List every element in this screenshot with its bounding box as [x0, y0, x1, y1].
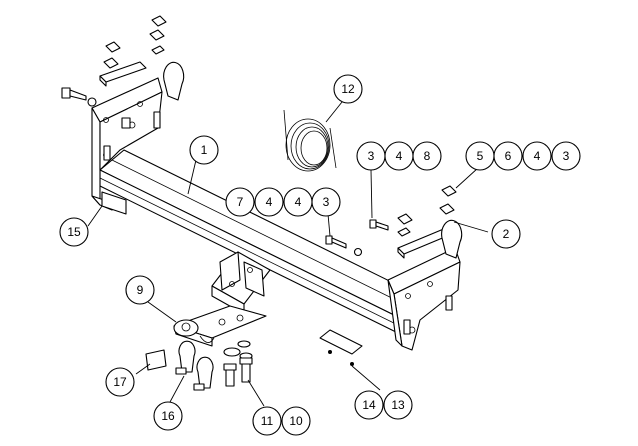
callout-label: 13	[391, 398, 405, 412]
callout-label: 4	[295, 195, 302, 209]
pin-clip-card	[145, 349, 167, 371]
shackles	[175, 340, 214, 391]
callout-label: 11	[261, 414, 274, 428]
callout-label: 7	[237, 195, 244, 209]
small-bracket-plate	[319, 329, 363, 366]
callout-label: 14	[362, 398, 376, 412]
middle-bolt-set	[325, 219, 389, 257]
callout-5: 5	[465, 141, 495, 171]
callout-label: 4	[534, 149, 541, 163]
callout-4-right: 4	[522, 141, 552, 171]
callout-4-mid-b: 4	[283, 187, 313, 217]
wiring-coil	[283, 109, 337, 172]
callout-4-top: 4	[384, 141, 414, 171]
callout-3-right: 3	[551, 141, 581, 171]
callout-6: 6	[493, 141, 523, 171]
callout-label: 16	[161, 409, 175, 423]
label-plate	[101, 191, 127, 215]
callout-label: 4	[266, 195, 273, 209]
callout-label: 4	[396, 149, 403, 163]
callout-label: 15	[67, 225, 81, 239]
callout-13: 13	[383, 390, 413, 420]
callout-label: 3	[563, 149, 570, 163]
callout-7: 7	[225, 187, 255, 217]
right-clamp-plate	[397, 185, 463, 335]
callout-label: 5	[477, 149, 484, 163]
top-left-bolt	[61, 87, 97, 107]
callout-9: 9	[125, 275, 155, 305]
receiver-mount-plate	[211, 251, 271, 315]
callout-17: 17	[105, 367, 135, 397]
leader-lines	[87, 101, 489, 407]
callout-14: 14	[354, 390, 384, 420]
top-left-clamp-plate	[99, 15, 185, 101]
callout-label: 1	[201, 143, 208, 157]
callout-label: 8	[424, 149, 431, 163]
callout-label: 9	[137, 283, 144, 297]
callout-8: 8	[412, 141, 442, 171]
callout-3-top: 3	[356, 141, 386, 171]
callout-16: 16	[153, 401, 183, 431]
callout-12: 12	[333, 74, 363, 104]
callout-label: 6	[505, 149, 512, 163]
hitch-pin-bolts	[223, 340, 253, 387]
callout-label: 3	[368, 149, 375, 163]
callout-label: 3	[323, 195, 330, 209]
callout-15: 15	[59, 217, 89, 247]
callout-label: 12	[341, 82, 355, 96]
main-cross-tube	[99, 149, 429, 337]
left-vertical-bolts	[103, 111, 161, 161]
callout-11: 11	[252, 406, 282, 436]
callout-label: 2	[503, 227, 510, 241]
callout-3-mid: 3	[311, 187, 341, 217]
callout-label: 10	[289, 414, 303, 428]
callout-10: 10	[281, 406, 311, 436]
callout-2: 2	[491, 219, 521, 249]
callout-4-mid-a: 4	[254, 187, 284, 217]
callout-label: 17	[113, 375, 127, 389]
tow-tongue	[173, 305, 267, 347]
callout-1: 1	[189, 135, 219, 165]
